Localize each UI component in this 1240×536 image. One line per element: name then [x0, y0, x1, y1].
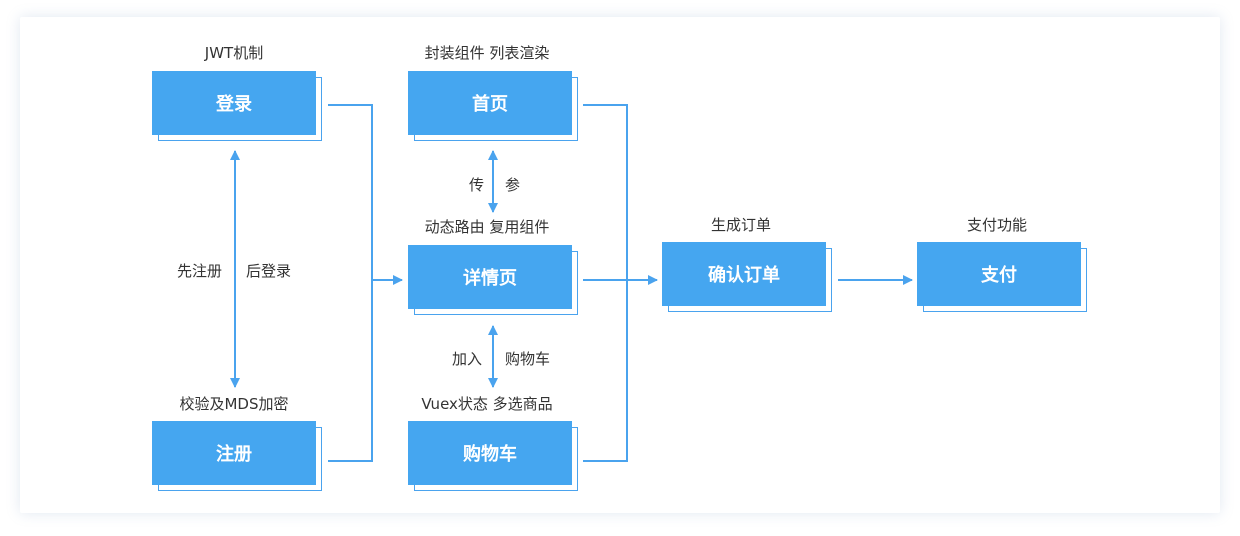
edge-label-add: 加入: [452, 350, 483, 368]
register-caption: 校验及MDS加密: [179, 395, 289, 413]
node-login[interactable]: 登录: [152, 71, 322, 141]
node-pay-label: 支付: [917, 242, 1081, 306]
node-confirm-order-label: 确认订单: [662, 242, 826, 306]
edge-login-to-detail: [328, 104, 373, 280]
node-detail[interactable]: 详情页: [408, 245, 578, 315]
edge-label-register-first: 先注册: [177, 262, 223, 280]
node-register[interactable]: 注册: [152, 421, 322, 491]
edge-cart-to-confirm: [583, 280, 628, 462]
node-pay[interactable]: 支付: [917, 242, 1087, 312]
node-register-label: 注册: [152, 421, 316, 485]
cart-caption: Vuex状态 多选商品: [421, 395, 553, 413]
confirm-caption: 生成订单: [710, 216, 771, 234]
edge-label-to-cart: 购物车: [505, 350, 551, 368]
node-cart-label: 购物车: [408, 421, 572, 485]
detail-caption: 动态路由 复用组件: [424, 218, 550, 236]
node-login-label: 登录: [152, 71, 316, 135]
login-caption: JWT机制: [204, 44, 264, 62]
node-cart[interactable]: 购物车: [408, 421, 578, 491]
edge-label-pass: 传: [469, 176, 485, 194]
node-home-label: 首页: [408, 71, 572, 135]
home-caption: 封装组件 列表渲染: [424, 44, 550, 62]
node-confirm-order[interactable]: 确认订单: [662, 242, 832, 312]
edge-home-to-confirm: [583, 104, 628, 280]
pay-caption: 支付功能: [966, 216, 1027, 234]
node-detail-label: 详情页: [408, 245, 572, 309]
edge-register-to-detail: [328, 280, 373, 462]
edge-label-login-after: 后登录: [246, 262, 292, 280]
edge-label-param: 参: [505, 176, 521, 194]
node-home[interactable]: 首页: [408, 71, 578, 141]
